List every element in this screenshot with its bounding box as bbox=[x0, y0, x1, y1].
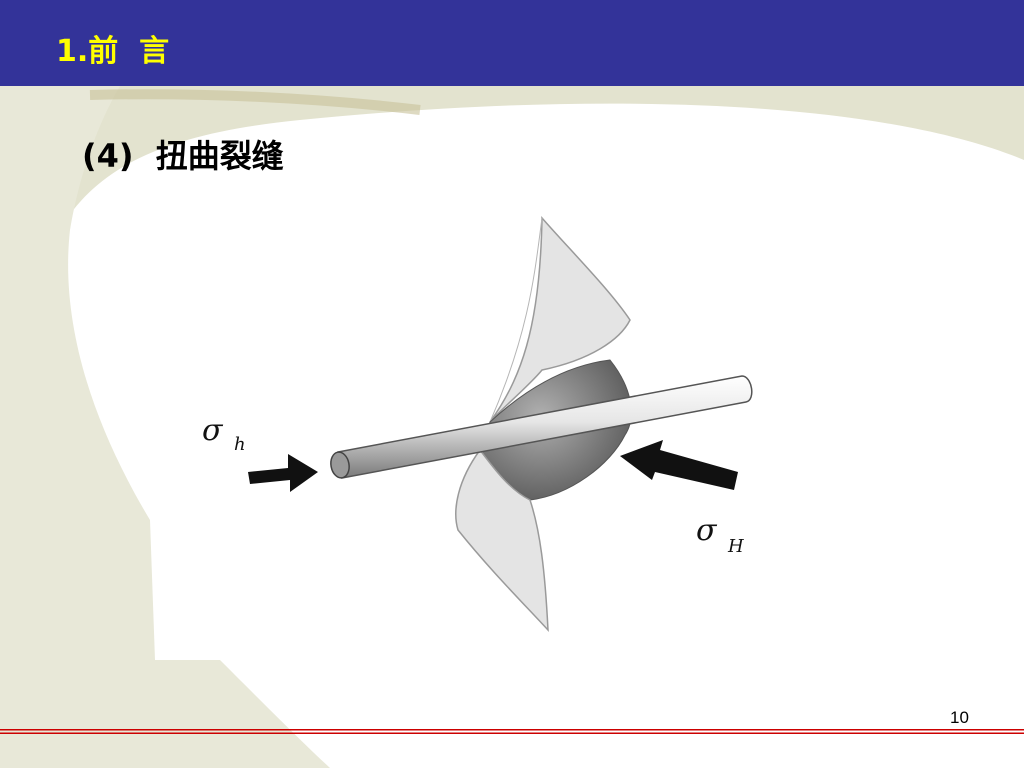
arrow-left-icon bbox=[248, 454, 318, 492]
sigma-h-symbol: σ bbox=[202, 413, 224, 448]
slide-title: 1.前 言 bbox=[56, 34, 170, 69]
sigma-H-subscript: H bbox=[727, 536, 744, 557]
arrow-right-icon bbox=[620, 440, 738, 490]
header-bar bbox=[0, 0, 1024, 86]
sigma-H-symbol: σ bbox=[696, 513, 718, 548]
twisted-fracture-diagram: σ h σ H bbox=[202, 216, 753, 633]
upper-fracture-wing bbox=[489, 216, 631, 423]
rod-end-cap bbox=[330, 451, 350, 479]
footer-rule bbox=[0, 729, 1024, 734]
lower-fracture-wing bbox=[455, 448, 549, 633]
page-number: 10 bbox=[950, 708, 969, 727]
sigma-h-subscript: h bbox=[234, 434, 246, 455]
section-subheading: (4) 扭曲裂缝 bbox=[82, 137, 284, 175]
wellbore-rod bbox=[337, 375, 753, 479]
